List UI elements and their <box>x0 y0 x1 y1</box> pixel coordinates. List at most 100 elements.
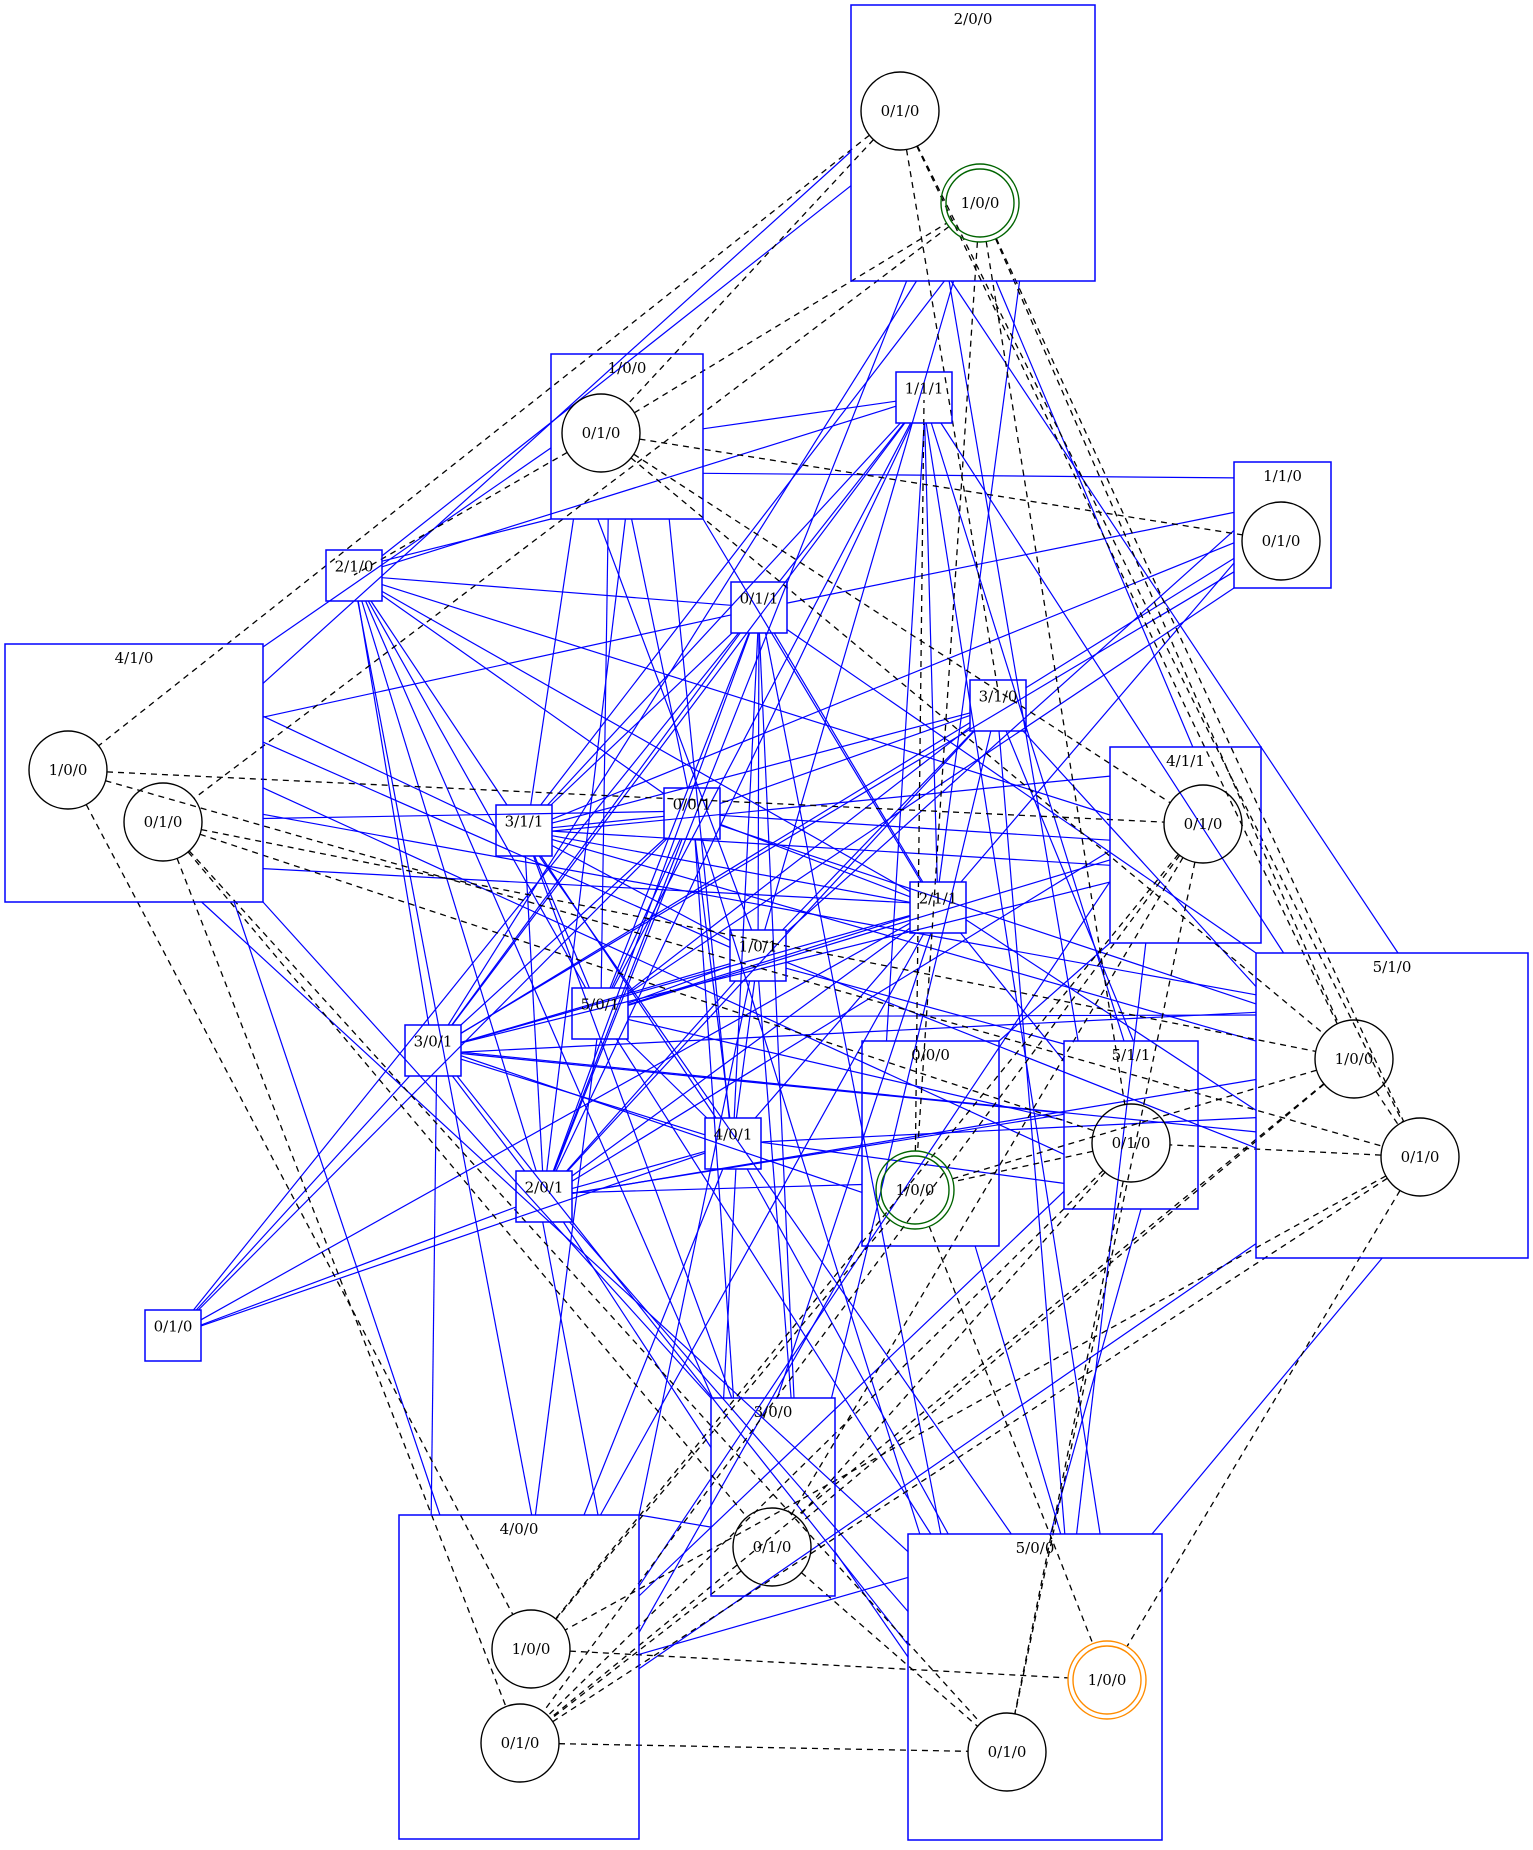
state-link-n511a-n400b <box>547 1169 1104 1717</box>
cluster-box <box>404 1024 462 1077</box>
state-link-n100a-n510a <box>630 457 1325 1035</box>
transition-edge-111-511 <box>930 422 1125 1042</box>
state-label: 1/0/0 <box>512 1640 551 1658</box>
cluster-3-1-1: 3/1/1 <box>495 804 553 857</box>
transition-edge-101-511 <box>785 967 1065 1045</box>
cluster-0-0-0: 0/0/0 <box>861 1040 1000 1247</box>
transition-edge-511-400 <box>638 1190 1065 1597</box>
transition-edge-411-400 <box>638 881 1111 1587</box>
transition-edge-211-501 <box>627 915 911 1006</box>
cluster-label: 1/0/1 <box>739 938 778 956</box>
cluster-box <box>895 371 953 424</box>
state-label: 1/0/0 <box>49 761 88 779</box>
cluster-1-1-1: 1/1/1 <box>895 371 953 424</box>
transition-edge-310-311 <box>551 712 971 824</box>
state-inner-ring <box>1072 1645 1142 1715</box>
transition-edge-501-401 <box>625 1038 708 1119</box>
transition-edge-200-201 <box>553 280 908 1172</box>
transition-edge-111-301 <box>451 422 906 1026</box>
cluster-label: 4/0/0 <box>500 1520 539 1538</box>
state-link-n300a-n400b <box>550 1570 742 1720</box>
transition-edge-310-510 <box>1022 730 1257 988</box>
transition-edge-000-201 <box>571 1183 863 1194</box>
state-link-n511a-n300a <box>797 1171 1106 1519</box>
state-link-n410b-n400b <box>176 858 507 1707</box>
state-label: 0/1/0 <box>1112 1134 1151 1152</box>
dashed-edge-layer <box>85 134 1405 1752</box>
state-link-n410a-n411a <box>106 771 1165 823</box>
transition-edge-200-510 <box>950 280 1399 954</box>
cluster-label: 0/1/0 <box>154 1318 193 1336</box>
transition-edge-110-011 <box>786 511 1235 604</box>
cluster-box <box>909 881 967 934</box>
transition-edge-100-410 <box>262 447 552 648</box>
transition-edge-100-001 <box>631 518 689 789</box>
transition-edge-210-501 <box>367 600 587 989</box>
transition-edge-200-211 <box>938 280 1021 883</box>
state-link-n510b-n400a <box>564 1175 1387 1631</box>
transition-edge-410-400 <box>233 901 441 1516</box>
state-link-n200a-n410a <box>98 134 870 747</box>
transition-edge-211-300 <box>776 932 932 1399</box>
cluster-label: 3/1/1 <box>505 813 544 831</box>
transition-edge-111-000 <box>885 422 925 1042</box>
cluster-box <box>144 1309 202 1362</box>
state-link-n410b-n510a <box>201 828 1316 1053</box>
transition-edge-310-501 <box>627 726 971 993</box>
cluster-3-0-1: 3/0/1 <box>404 1024 462 1077</box>
transition-edge-201-500 <box>569 1221 909 1612</box>
transition-edge-100-401 <box>668 518 730 1119</box>
transition-edge-410-311 <box>262 715 497 827</box>
state-link-n100a-n110a <box>639 438 1243 536</box>
cluster-2-0-0: 2/0/0 <box>850 4 1096 282</box>
state-circle <box>1163 784 1243 864</box>
state-link-n510b-n511a <box>1169 1144 1382 1156</box>
cluster-box <box>730 581 788 634</box>
cluster-label: 0/0/0 <box>911 1046 950 1064</box>
transition-edge-411-311 <box>551 830 1111 866</box>
transition-edge-310-301 <box>460 722 971 1034</box>
state-link-n200b-n511a <box>985 241 1126 1105</box>
state-link-n510a-n510b <box>1375 1090 1399 1126</box>
transition-edge-200-101 <box>764 280 955 931</box>
state-circle <box>967 1712 1047 1792</box>
transition-edge-101-301 <box>460 963 731 1043</box>
transition-edge-501-511 <box>627 1018 1065 1121</box>
cluster-label: 4/1/0 <box>115 649 154 667</box>
state-circle <box>732 1507 812 1587</box>
transition-edge-101-501 <box>627 965 731 1004</box>
transition-edge-410-510 <box>262 813 1257 996</box>
cluster-4-0-0: 4/0/0 <box>398 1514 640 1840</box>
state-link-n510a-n400b <box>549 1083 1325 1719</box>
state-link-n100a-n411a <box>633 453 1171 804</box>
transition-edge-201-010 <box>200 1206 517 1326</box>
transition-edge-100-111 <box>702 400 897 430</box>
state-link-n200a-n310x <box>905 149 999 691</box>
state-link-n000a-n111x <box>914 399 925 1152</box>
state-node-n510b: 0/1/0 <box>1380 1117 1460 1197</box>
state-label: 1/0/0 <box>1335 1050 1374 1068</box>
state-link-n200b-n000a <box>916 241 979 1152</box>
cluster-box <box>1109 746 1262 944</box>
transition-edge-000-301 <box>460 1055 863 1193</box>
cluster-0-1-1: 0/1/1 <box>730 581 788 634</box>
state-link-n411a-n400a <box>555 853 1179 1620</box>
state-node-n500a: 1/0/0 <box>1067 1640 1147 1720</box>
transition-edge-301-201 <box>451 1075 526 1172</box>
state-inner-ring <box>880 1155 950 1225</box>
transition-edge-000-500 <box>974 1245 1062 1535</box>
transition-edge-301-400 <box>430 1075 438 1516</box>
cluster-label: 1/1/1 <box>905 380 944 398</box>
transition-edge-101-400 <box>638 980 751 1516</box>
state-label: 1/0/0 <box>1088 1671 1127 1689</box>
state-label: 0/1/0 <box>1184 815 1223 833</box>
cluster-label: 2/1/0 <box>335 558 374 576</box>
state-circle <box>1241 501 1321 581</box>
state-link-n510a-n000a <box>952 1069 1317 1180</box>
state-label: 0/1/0 <box>144 813 183 831</box>
state-circle <box>875 1150 955 1230</box>
state-link-n411a-n500b <box>1014 862 1196 1714</box>
state-link-n510a-n300a <box>801 1083 1325 1523</box>
transition-edge-101-401 <box>735 980 756 1119</box>
